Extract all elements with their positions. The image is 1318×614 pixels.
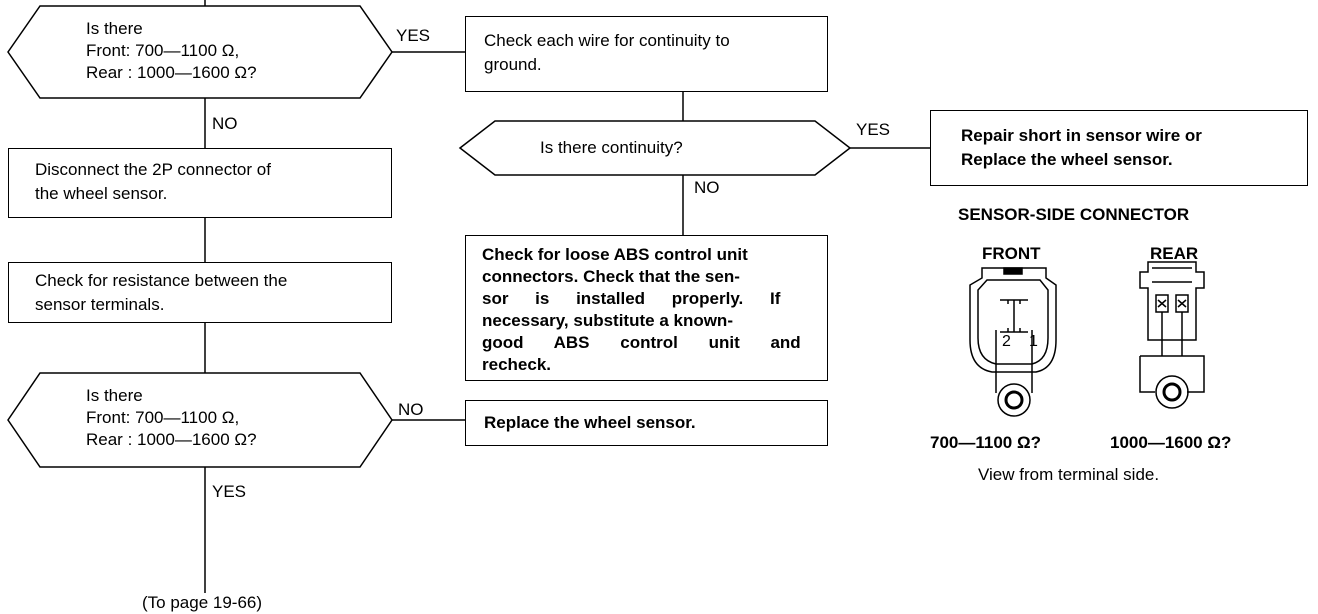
front-pin-2-label: 2 [1002, 333, 1011, 350]
resistance-line2: sensor terminals. [35, 295, 165, 314]
disconnect-line2: the wheel sensor. [35, 184, 168, 203]
rear-connector-label: REAR [1150, 244, 1199, 263]
check-continuity-box: Check each wire for continuity to ground… [465, 16, 828, 92]
view-caption: View from terminal side. [978, 465, 1160, 484]
loose-line5: good ABS control unit and [482, 333, 801, 352]
loose-line1: Check for loose ABS control unit [482, 245, 748, 264]
decision-2-text: Is there Front: 700—1100 Ω, Rear : 1000—… [86, 385, 257, 451]
decision-1-shape [8, 6, 392, 98]
rear-connector-icon [1140, 262, 1204, 408]
loose-line4: necessary, substitute a known- [482, 311, 733, 330]
decision-2-no-label: NO [398, 400, 424, 419]
check-continuity-line2: ground. [484, 55, 542, 74]
repair-line2: Replace the wheel sensor. [961, 150, 1173, 169]
rear-resistance-value: 1000—1600 Ω? [1110, 433, 1232, 452]
loose-line6: recheck. [482, 355, 551, 374]
replace-sensor-box: Replace the wheel sensor. [465, 400, 828, 446]
front-connector-icon [970, 268, 1056, 416]
decision-continuity-text: Is there continuity? [540, 138, 683, 157]
decision-continuity-yes-label: YES [856, 120, 891, 139]
decision-2-line3: Rear : 1000—1600 Ω? [86, 430, 257, 449]
resistance-box: Check for resistance between the sensor … [8, 262, 392, 323]
decision-1-no-label: NO [212, 114, 238, 133]
replace-sensor-text: Replace the wheel sensor. [484, 413, 696, 432]
repair-box: Repair short in sensor wire or Replace t… [930, 110, 1308, 186]
connector-title: SENSOR-SIDE CONNECTOR [958, 205, 1190, 224]
to-page-label: (To page 19-66) [142, 593, 263, 612]
check-continuity-line1: Check each wire for continuity to [484, 31, 730, 50]
resistance-line1: Check for resistance between the [35, 271, 288, 290]
decision-2-line1: Is there [86, 386, 143, 405]
disconnect-box: Disconnect the 2P connector of the wheel… [8, 148, 392, 218]
decision-1-line1: Is there [86, 19, 143, 38]
decision-1-line2: Front: 700—1100 Ω, [86, 41, 240, 60]
decision-2-shape [8, 373, 392, 467]
decision-1-yes-label: YES [396, 26, 431, 45]
decision-2-line2: Front: 700—1100 Ω, [86, 408, 240, 427]
front-resistance-value: 700—1100 Ω? [930, 433, 1041, 452]
loose-connectors-box: Check for loose ABS control unit connect… [465, 235, 828, 381]
decision-1-line3: Rear : 1000—1600 Ω? [86, 63, 257, 82]
decision-1-text: Is there Front: 700—1100 Ω, Rear : 1000—… [86, 18, 257, 84]
decision-continuity-no-label: NO [694, 178, 720, 197]
decision-2-yes-label: YES [212, 482, 247, 501]
loose-line3: sor is installed properly. If [482, 289, 781, 308]
disconnect-line1: Disconnect the 2P connector of [35, 160, 271, 179]
front-connector-label: FRONT [982, 244, 1041, 263]
front-pin-1-label: 1 [1029, 333, 1038, 350]
repair-line1: Repair short in sensor wire or [961, 126, 1202, 145]
loose-line2: connectors. Check that the sen- [482, 267, 740, 286]
